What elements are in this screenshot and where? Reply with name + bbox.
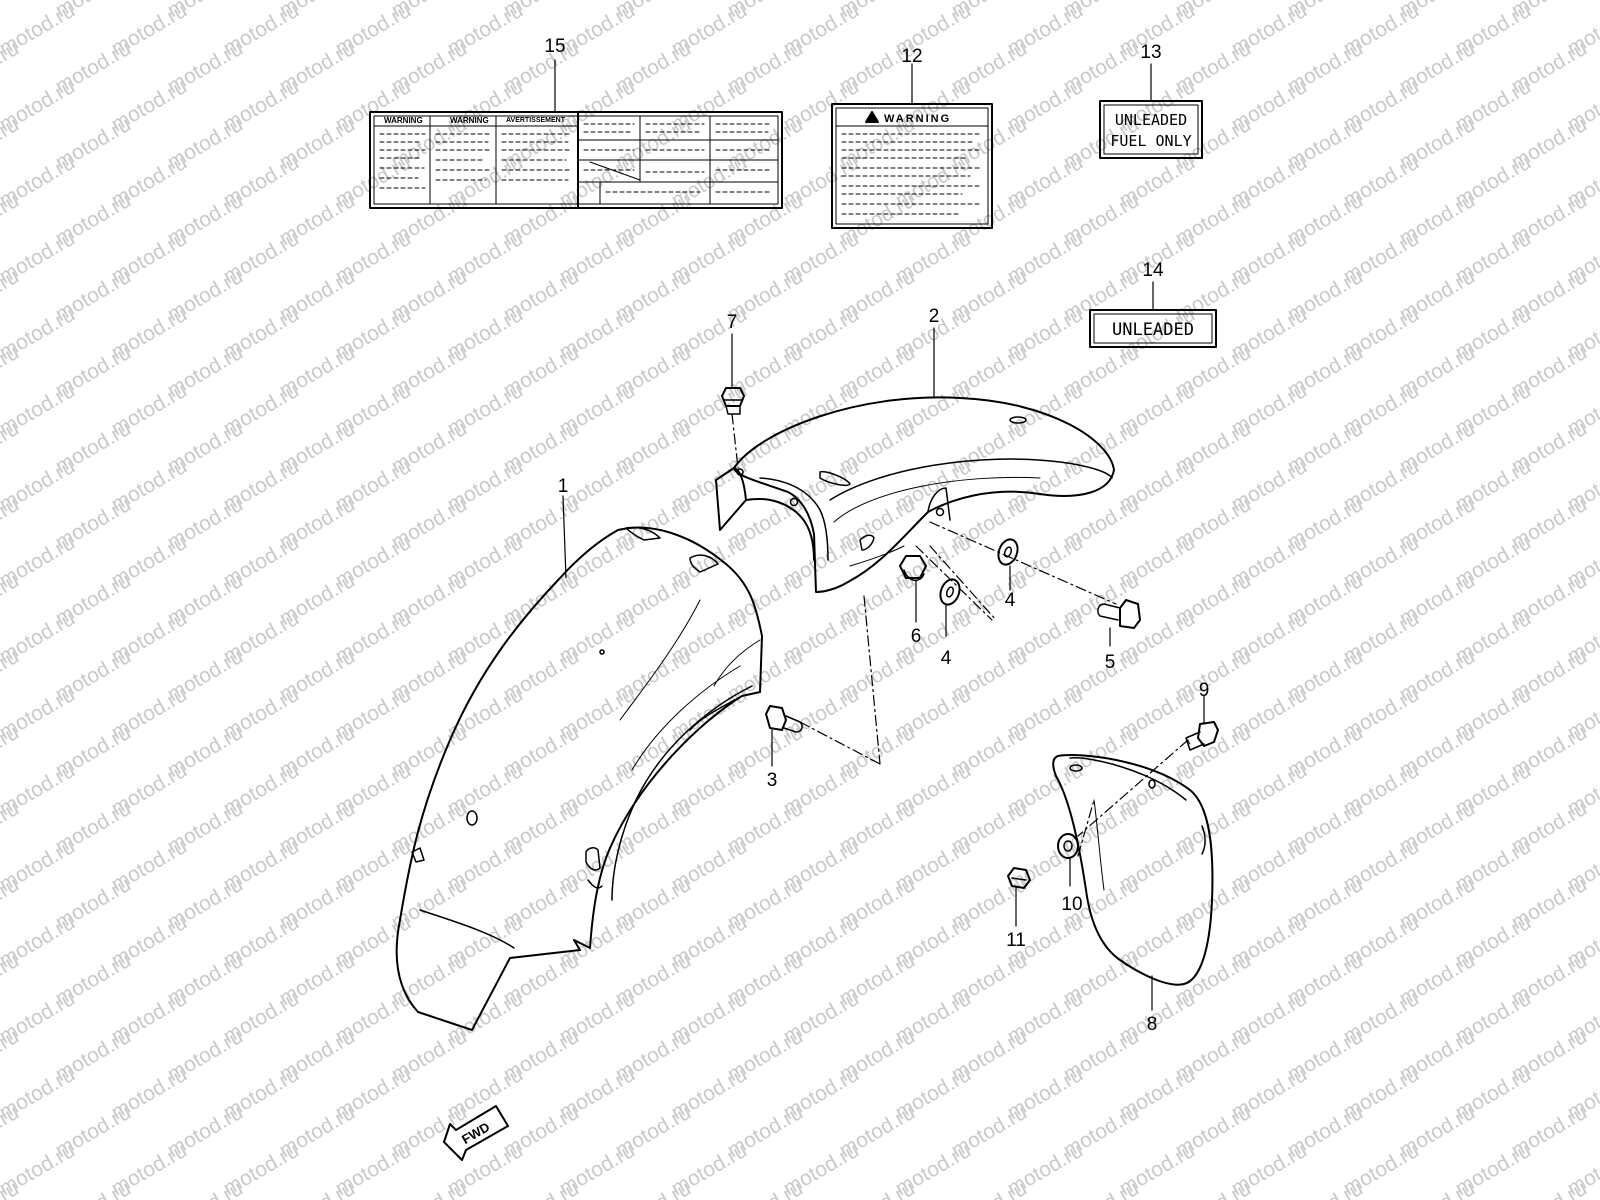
- part-9-bolt: [1185, 721, 1219, 751]
- part-1-rear-fender-main: [395, 526, 763, 1031]
- leader-lines: [554, 59, 1205, 1011]
- callout-15: 15: [544, 36, 565, 57]
- part-10-washer: [1057, 833, 1079, 859]
- label-15-header-3: AVERTISSEMENT: [506, 117, 566, 124]
- part-2-rear-fender-upper: [715, 396, 1115, 593]
- callout-2: 2: [929, 306, 940, 327]
- fwd-arrow: [443, 1105, 509, 1161]
- part-8-mud-guard: [1052, 754, 1214, 986]
- part-4-washer-lower: [939, 578, 961, 606]
- part-6-nut: [899, 555, 927, 582]
- callout-4-upper: 4: [1005, 590, 1016, 611]
- label-13-line-2: FUEL ONLY: [1110, 132, 1191, 150]
- label-15-header-2: WARNING: [450, 116, 489, 125]
- callout-9: 9: [1199, 680, 1210, 701]
- callout-13: 13: [1140, 42, 1161, 63]
- callout-1: 1: [558, 476, 569, 497]
- part-3-bolt: [765, 705, 803, 733]
- label-15-header-1: WARNING: [384, 116, 423, 125]
- callout-14: 14: [1142, 260, 1164, 281]
- callout-3: 3: [767, 770, 778, 791]
- label-13-line-1: UNLEADED: [1115, 111, 1187, 129]
- label-15-warning-sticker: [369, 111, 783, 209]
- callout-7: 7: [727, 312, 738, 333]
- callout-6: 6: [911, 626, 922, 647]
- callout-5: 5: [1105, 652, 1116, 673]
- part-4-washer-upper: [997, 538, 1019, 566]
- callout-12: 12: [901, 46, 922, 67]
- label-12-title: WARNING: [884, 113, 951, 125]
- label-14-text: UNLEADED: [1112, 320, 1194, 340]
- part-5-bolt: [1097, 599, 1141, 629]
- callout-8: 8: [1147, 1014, 1158, 1035]
- part-11-nut: [1007, 867, 1031, 889]
- callout-11: 11: [1006, 930, 1026, 951]
- assembly-lines: [731, 413, 1189, 857]
- callout-10: 10: [1061, 894, 1082, 915]
- callout-4-lower: 4: [941, 648, 952, 669]
- part-7-nut: [721, 387, 745, 415]
